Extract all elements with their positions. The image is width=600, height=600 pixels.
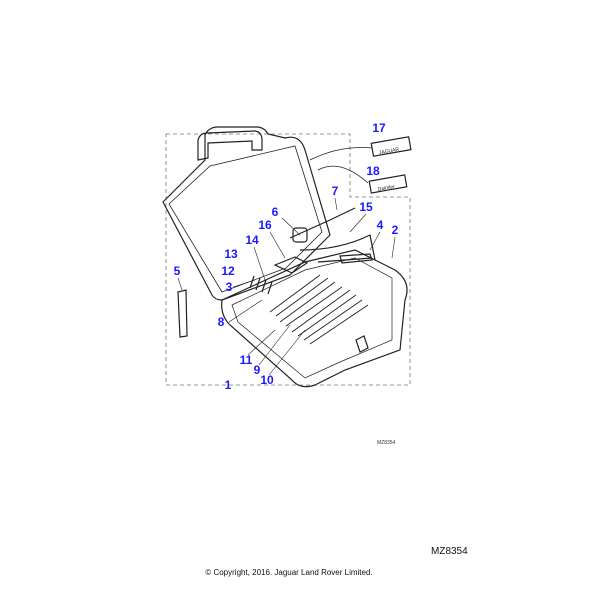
screwdriver bbox=[317, 253, 373, 264]
case-base-inner bbox=[231, 257, 393, 379]
callout-12[interactable]: 12 bbox=[221, 264, 235, 278]
case-handle bbox=[197, 130, 263, 161]
figure-reference: MZ8354 bbox=[431, 546, 468, 557]
callout-1[interactable]: 1 bbox=[224, 378, 232, 392]
spanners bbox=[269, 274, 369, 345]
badge-leaders bbox=[309, 147, 373, 184]
case-lid-inner bbox=[168, 145, 323, 293]
callout-17[interactable]: 17 bbox=[372, 121, 386, 135]
badge-daimler-text: Daimler bbox=[377, 184, 395, 193]
callout-8[interactable]: 8 bbox=[217, 315, 225, 329]
callout-14[interactable]: 14 bbox=[245, 233, 259, 247]
callout-9[interactable]: 9 bbox=[253, 363, 261, 377]
hex-keys bbox=[249, 275, 273, 295]
callout-15[interactable]: 15 bbox=[359, 200, 373, 214]
callout-3[interactable]: 3 bbox=[225, 280, 233, 294]
copyright-notice: © Copyright, 2016. Jaguar Land Rover Lim… bbox=[205, 568, 373, 577]
leader-lines bbox=[177, 197, 396, 376]
badge-daimler bbox=[368, 174, 408, 194]
callout-10[interactable]: 10 bbox=[260, 373, 274, 387]
tommy-bar-5 bbox=[177, 289, 188, 338]
callout-5[interactable]: 5 bbox=[173, 264, 181, 278]
case-latch bbox=[355, 335, 369, 353]
assembly-boundary bbox=[165, 133, 411, 386]
badge-jaguar-text: JAGUAR bbox=[379, 147, 400, 156]
pliers bbox=[273, 256, 309, 274]
wheel-brace bbox=[289, 207, 376, 261]
callout-18[interactable]: 18 bbox=[366, 164, 380, 178]
callout-6[interactable]: 6 bbox=[271, 205, 279, 219]
badge-jaguar bbox=[370, 136, 412, 157]
case-lid bbox=[162, 126, 331, 301]
callout-16[interactable]: 16 bbox=[258, 218, 272, 232]
callout-13[interactable]: 13 bbox=[224, 247, 238, 261]
case-base bbox=[221, 249, 408, 388]
socket bbox=[292, 227, 308, 243]
figure-reference-small: MZ8354 bbox=[377, 440, 396, 446]
callout-11[interactable]: 11 bbox=[239, 353, 253, 367]
callout-7[interactable]: 7 bbox=[331, 184, 339, 198]
callout-2[interactable]: 2 bbox=[391, 223, 399, 237]
callout-4[interactable]: 4 bbox=[376, 218, 384, 232]
